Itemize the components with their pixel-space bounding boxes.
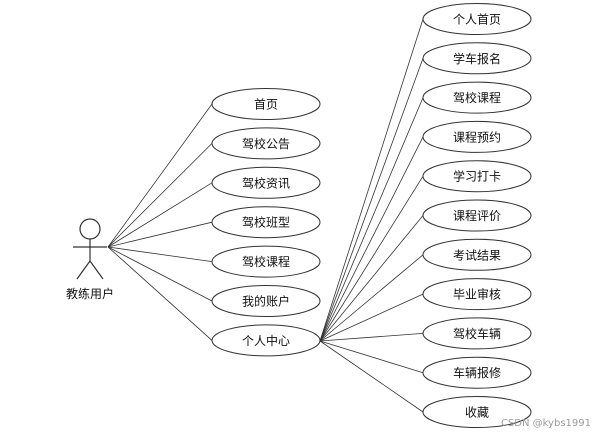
association-line-announcements — [107, 143, 213, 248]
association-line-checkin — [319, 175, 424, 342]
use-case-personal-center-label: 个人中心 — [242, 333, 290, 348]
watermark: CSDN @kybs1991 — [501, 418, 591, 429]
use-case-checkin[interactable]: 学习打卡 — [422, 160, 532, 193]
use-case-checkin-label: 学习打卡 — [453, 169, 501, 184]
association-line-favorites — [319, 340, 424, 413]
use-case-school-vehicles-label: 驾校车辆 — [453, 326, 501, 341]
association-line-school-vehicles — [319, 333, 424, 342]
use-case-home-ellipse — [211, 88, 321, 120]
use-case-favorites-ellipse — [422, 396, 532, 428]
personal-center-use-cases: 个人首页学车报名驾校课程课程预约学习打卡课程评价考试结果毕业审核驾校车辆车辆报修… — [422, 3, 532, 428]
use-case-exam-results-ellipse — [422, 238, 532, 271]
association-line-course-review — [319, 215, 424, 342]
use-case-courses-ellipse — [211, 245, 321, 278]
association-line-vehicle-repair — [319, 340, 424, 374]
association-line-graduation-review — [319, 293, 424, 342]
use-case-exam-results-label: 考试结果 — [453, 247, 501, 262]
use-case-personal-center-ellipse — [211, 324, 321, 357]
use-case-personal-home-ellipse — [422, 3, 532, 35]
use-case-announcements[interactable]: 驾校公告 — [211, 127, 321, 160]
use-case-favorites-label: 收藏 — [465, 406, 489, 420]
use-case-vehicle-repair-ellipse — [422, 356, 532, 389]
actor-name: 教练用户 — [66, 286, 114, 301]
use-case-courses-label: 驾校课程 — [242, 254, 290, 269]
association-line-personal-home — [319, 18, 424, 342]
association-line-courses — [107, 246, 213, 262]
association-lines — [107, 18, 424, 413]
use-case-course-booking[interactable]: 课程预约 — [422, 120, 532, 153]
actor-head — [79, 218, 101, 240]
use-case-enrollment-label: 学车报名 — [453, 51, 501, 66]
use-case-graduation-review[interactable]: 毕业审核 — [422, 278, 532, 311]
use-case-vehicle-repair[interactable]: 车辆报修 — [422, 356, 532, 389]
use-case-home[interactable]: 首页 — [211, 88, 321, 120]
use-case-school-courses-label: 驾校课程 — [453, 90, 501, 105]
actor-teacher-user[interactable]: 教练用户 — [66, 218, 114, 301]
use-case-my-account-label: 我的账户 — [242, 294, 290, 309]
use-case-school-vehicles-ellipse — [422, 317, 532, 350]
use-case-my-account[interactable]: 我的账户 — [211, 285, 321, 317]
use-case-exam-results[interactable]: 考试结果 — [422, 238, 532, 271]
use-case-graduation-review-ellipse — [422, 278, 532, 311]
use-case-enrollment-ellipse — [422, 42, 532, 75]
use-case-graduation-review-label: 毕业审核 — [453, 287, 501, 302]
use-case-news[interactable]: 驾校资讯 — [211, 166, 321, 199]
use-case-course-review-label: 课程评价 — [453, 208, 501, 223]
association-line-enrollment — [319, 58, 424, 342]
use-case-home-label: 首页 — [254, 98, 278, 112]
use-case-my-account-ellipse — [211, 285, 321, 317]
association-line-home — [107, 103, 213, 248]
use-case-announcements-label: 驾校公告 — [242, 136, 290, 151]
use-case-personal-home-label: 个人首页 — [453, 13, 501, 27]
use-case-school-courses-ellipse — [422, 81, 532, 114]
actor-left-leg — [76, 260, 91, 280]
actor-right-leg — [89, 260, 104, 280]
association-line-school-courses — [319, 97, 424, 342]
use-case-checkin-ellipse — [422, 160, 532, 193]
use-case-courses[interactable]: 驾校课程 — [211, 245, 321, 278]
use-case-course-review[interactable]: 课程评价 — [422, 199, 532, 232]
use-case-announcements-ellipse — [211, 127, 321, 160]
use-case-class-type-label: 驾校班型 — [242, 215, 290, 230]
association-line-personal-center — [107, 246, 213, 341]
use-case-course-booking-ellipse — [422, 120, 532, 153]
association-line-my-account — [107, 246, 213, 302]
use-case-school-courses[interactable]: 驾校课程 — [422, 81, 532, 114]
use-case-news-label: 驾校资讯 — [242, 175, 290, 190]
association-line-course-booking — [319, 136, 424, 342]
use-case-vehicle-repair-label: 车辆报修 — [453, 365, 501, 380]
use-case-school-vehicles[interactable]: 驾校车辆 — [422, 317, 532, 350]
use-case-course-review-ellipse — [422, 199, 532, 232]
use-case-news-ellipse — [211, 166, 321, 199]
use-case-enrollment[interactable]: 学车报名 — [422, 42, 532, 75]
use-case-class-type[interactable]: 驾校班型 — [211, 206, 321, 239]
association-line-exam-results — [319, 254, 424, 342]
use-case-personal-home[interactable]: 个人首页 — [422, 3, 532, 35]
association-line-class-type — [107, 221, 213, 248]
use-case-course-booking-label: 课程预约 — [453, 129, 501, 144]
association-line-news — [107, 182, 213, 248]
use-case-personal-center[interactable]: 个人中心 — [211, 324, 321, 357]
use-case-favorites[interactable]: 收藏 — [422, 396, 532, 428]
use-case-class-type-ellipse — [211, 206, 321, 239]
